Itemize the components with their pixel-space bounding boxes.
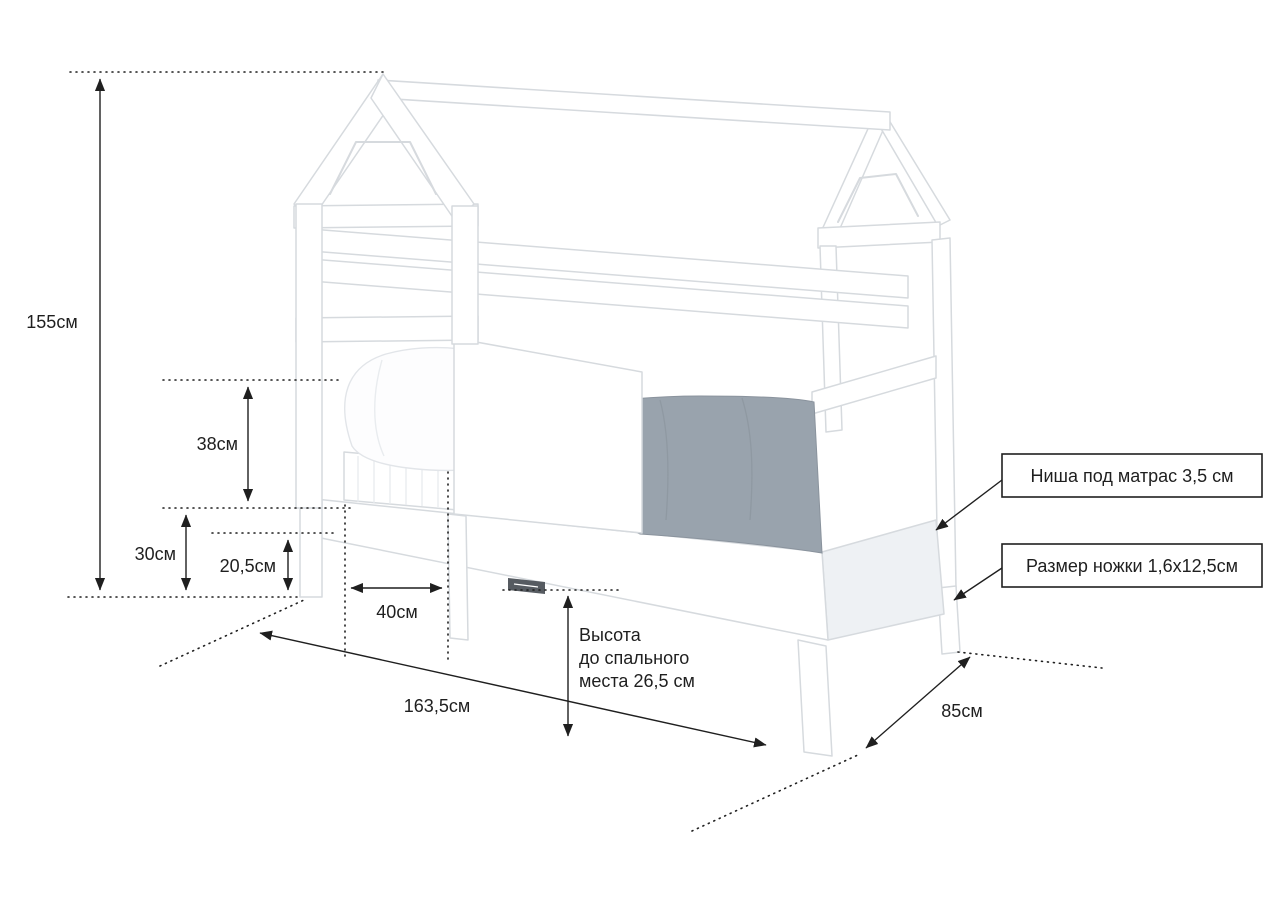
callout-leg-size: Размер ножки 1,6х12,5см: [953, 543, 1263, 601]
dim-sleep-height-line3: места 26,5 см: [579, 671, 695, 691]
dim-clearance-label: 20,5см: [220, 556, 276, 576]
side-rail-panel: [453, 337, 643, 534]
dim-clearance: 20,5см: [211, 532, 339, 591]
dim-total-height: 155см: [26, 71, 387, 598]
callout-mattress-niche: Ниша под матрас 3,5 см: [935, 453, 1263, 531]
dim-sleep-height-line2: до спального: [579, 648, 689, 668]
dim-depth: 85см: [865, 651, 1103, 749]
dim-length: 163,5см: [159, 599, 861, 832]
dim-rail-height: 38см: [162, 379, 351, 509]
callout-leg-size-label: Размер ножки 1,6х12,5см: [1026, 556, 1238, 576]
brand-plate: [508, 578, 545, 594]
front-gable: [293, 73, 479, 509]
dim-base-height-label: 30см: [135, 544, 176, 564]
dim-base-height: 30см: [135, 514, 192, 591]
dim-sleep-height-line1: Высота: [579, 625, 642, 645]
ridge-beam: [377, 79, 891, 131]
dim-length-label: 163,5см: [404, 696, 470, 716]
dim-sleep-height: Высота до спального места 26,5 см: [502, 589, 695, 737]
bed-legs: [299, 499, 833, 757]
callout-mattress-niche-label: Ниша под матрас 3,5 см: [1030, 466, 1233, 486]
long-rails: [297, 227, 909, 329]
dim-entry-width-label: 40см: [376, 602, 417, 622]
dim-depth-label: 85см: [941, 701, 982, 721]
house-bed-illustration: [293, 73, 961, 757]
headboard-crossbar: [295, 315, 479, 343]
dim-total-height-label: 155см: [26, 312, 77, 332]
dim-entry-width: 40см: [344, 471, 449, 661]
dim-rail-height-label: 38см: [197, 434, 238, 454]
